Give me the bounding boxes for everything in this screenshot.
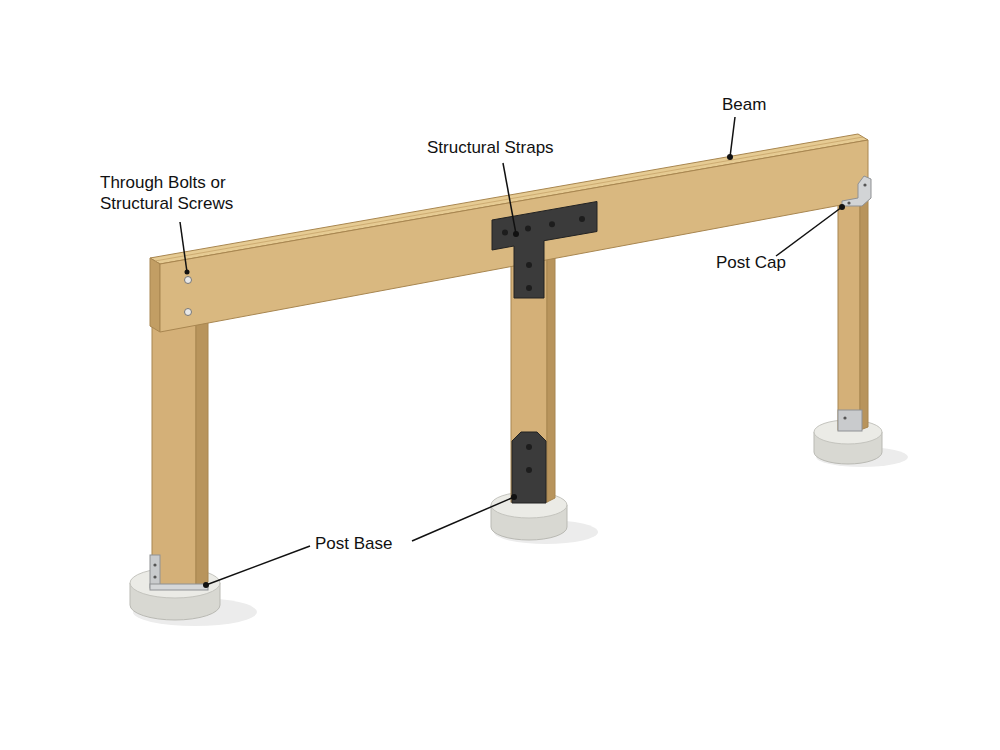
wood-post [838,195,860,430]
strap-bolt [549,221,555,227]
through-bolt [185,309,192,316]
callout-label: Structural Straps [427,137,554,158]
leader-line [412,497,514,541]
fastener [843,416,846,419]
leader-line [206,546,310,585]
leader-dot [185,270,190,275]
leader-dot [513,231,519,237]
leader-dot [511,494,517,500]
callout-label: Through Bolts or Structural Screws [100,172,270,214]
leader-dot [839,204,845,210]
leader-line [180,222,187,272]
beam-face [160,140,868,332]
callout-label: Post Cap [716,252,786,273]
post-base-plate [150,584,208,590]
post-cap [842,176,871,206]
leader-line [503,163,516,234]
structural-strap [512,432,546,503]
fastener [153,575,156,578]
strap-bolt [526,444,532,450]
fastener [153,563,156,566]
strap-bolt [526,262,532,268]
leader-line [776,207,842,256]
strap-bolt [526,467,532,473]
beam-end [150,258,160,332]
fastener [863,183,866,186]
callout-label: Post Base [315,533,393,554]
strap-bolt [526,285,532,291]
post-base-bracket [838,410,862,431]
fastener [847,201,850,204]
wood-post-side [860,192,868,430]
leader-line [730,117,735,157]
leader-dot [727,154,733,160]
post-base-bracket [150,555,160,588]
wood-post-side [547,246,555,502]
strap-bolt [579,216,585,222]
leader-dot [203,582,209,588]
through-bolt [185,277,192,284]
strap-bolt [502,230,508,236]
structural-strap [492,202,597,299]
strap-bolt [525,226,531,232]
callout-label: Beam [722,94,766,115]
